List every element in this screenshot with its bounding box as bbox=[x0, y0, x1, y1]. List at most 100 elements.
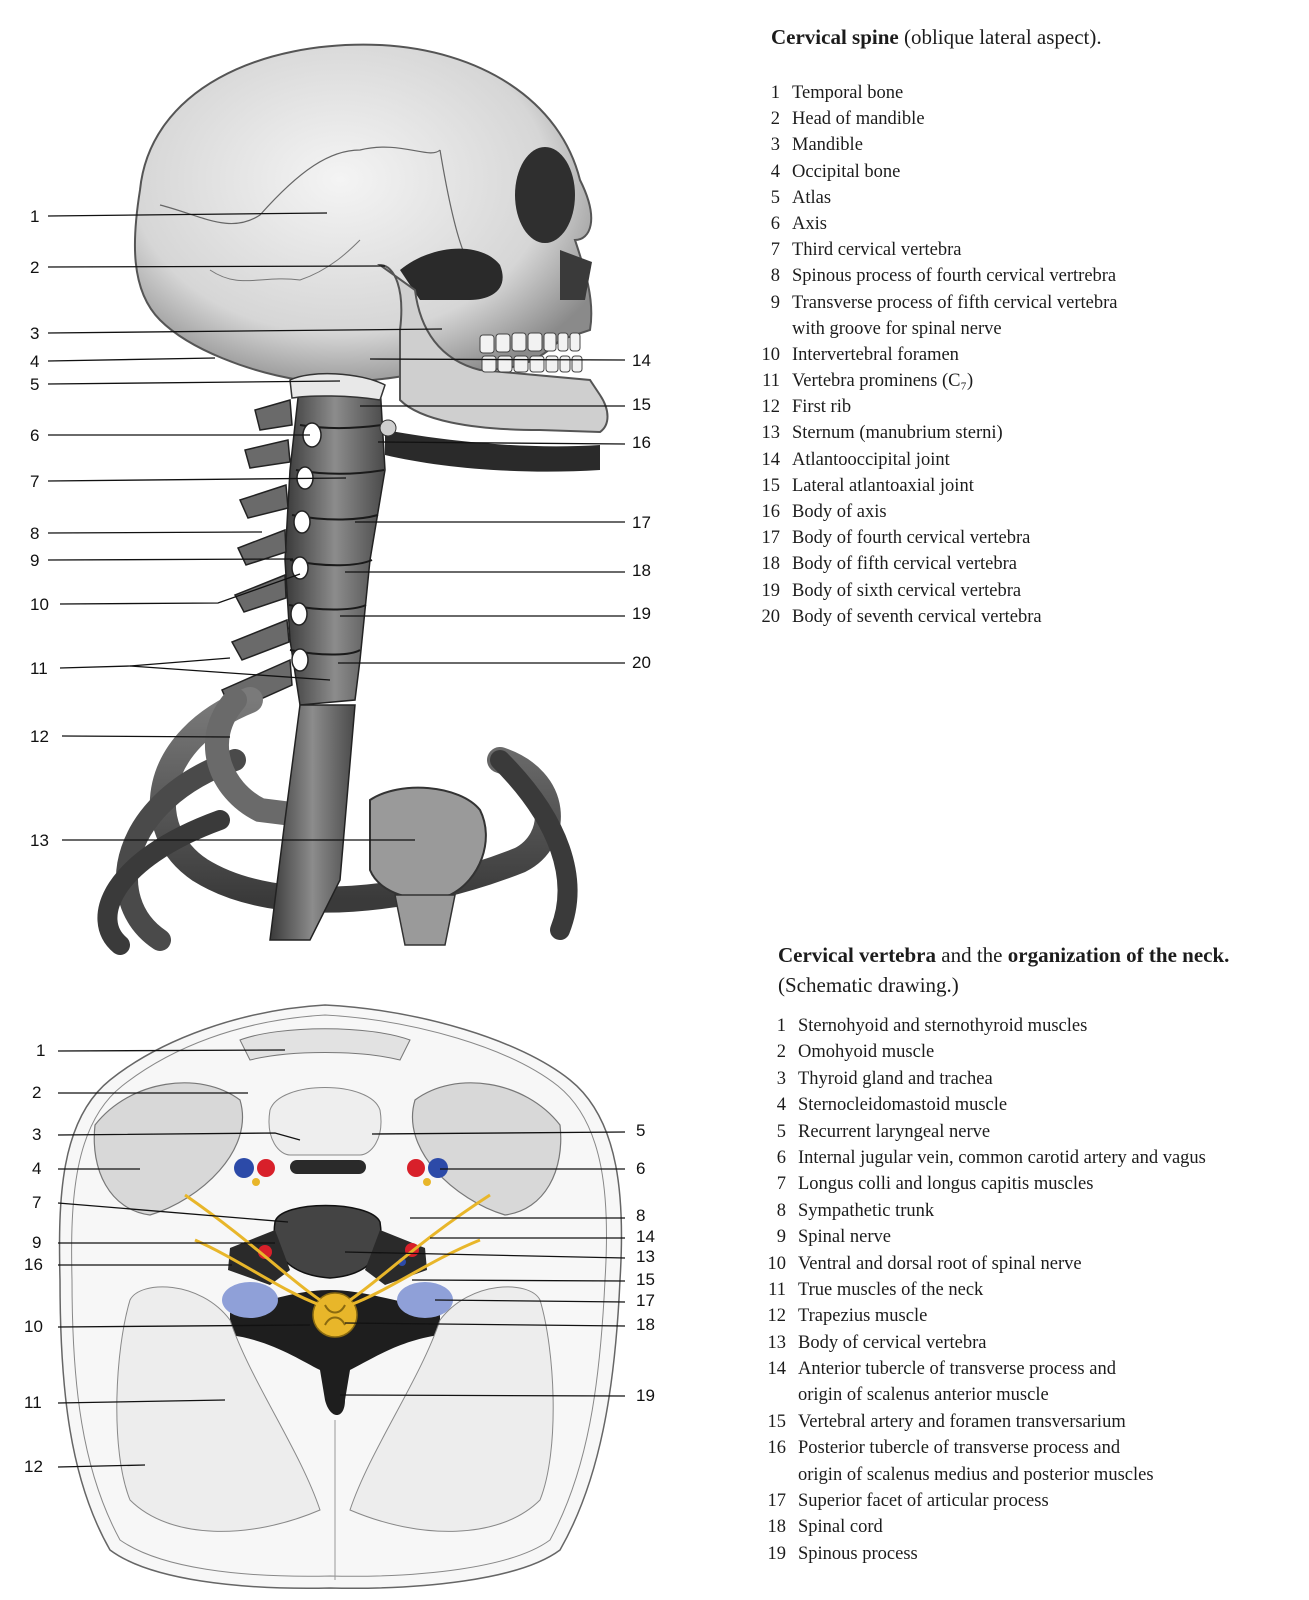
temporal-fossa bbox=[400, 248, 503, 300]
legend-item: 2 Omohyoid muscle bbox=[766, 1042, 1306, 1068]
callout-2: 2 bbox=[30, 258, 39, 277]
legend-number: 19 bbox=[761, 580, 781, 601]
legend-label: First rib bbox=[792, 397, 852, 418]
legend-number: 1 bbox=[770, 83, 780, 103]
legend-number: 14 bbox=[761, 449, 781, 470]
callout-7: 7 bbox=[30, 472, 39, 491]
legend-label: Omohyoid muscle bbox=[798, 1042, 935, 1063]
legend-number: 2 bbox=[776, 1042, 786, 1063]
legend-number: 13 bbox=[761, 423, 781, 444]
legend-label: Spinal nerve bbox=[798, 1227, 891, 1248]
legend-number: 6 bbox=[776, 1147, 786, 1168]
legend-label: Body of seventh cervical vertebra bbox=[792, 606, 1042, 627]
legend-item: 13 Body of cervical vertebra bbox=[766, 1333, 1306, 1359]
legend-number: 3 bbox=[770, 135, 780, 156]
legend-label: Transverse process of fifth cervical ver… bbox=[792, 292, 1118, 313]
legend-label: Ventral and dorsal root of spinal nerve bbox=[798, 1253, 1082, 1274]
legend-item: 5 Atlas bbox=[760, 188, 1280, 214]
caption-subtitle: (Schematic drawing.) bbox=[778, 973, 959, 997]
legend-label: Body of cervical vertebra bbox=[798, 1332, 987, 1353]
legend-label: Temporal bone bbox=[792, 83, 904, 103]
callout-6: 6 bbox=[30, 426, 39, 445]
spinous-processes bbox=[221, 399, 293, 713]
callout-13: 13 bbox=[30, 831, 49, 850]
legend-number: 18 bbox=[767, 1517, 787, 1538]
legend-number: 5 bbox=[770, 187, 780, 208]
sternum-body bbox=[394, 894, 456, 946]
legend-item-continuation: origin of scalenus medius and posterior … bbox=[766, 1465, 1306, 1491]
legend-label: Body of sixth cervical vertebra bbox=[792, 580, 1022, 601]
legend-number: 2 bbox=[770, 109, 780, 130]
legend-number: 16 bbox=[767, 1438, 787, 1459]
legend-number: 4 bbox=[770, 161, 780, 182]
atlas bbox=[289, 372, 386, 401]
legend-label: Intervertebral foramen bbox=[792, 344, 959, 365]
legend-item-continuation: with groove for spinal nerve bbox=[760, 319, 1280, 345]
legend-label: Sternohyoid and sternothyroid muscles bbox=[798, 1016, 1088, 1036]
callout-11: 11 bbox=[30, 659, 48, 678]
legend-label: Axis bbox=[792, 213, 827, 234]
legend-label: Anterior tubercle of transverse process … bbox=[798, 1359, 1116, 1380]
legend-label: Sternocleidomastoid muscle bbox=[798, 1095, 1008, 1116]
legend-number: 3 bbox=[776, 1068, 786, 1089]
legend-label-continuation: origin of scalenus anterior muscle bbox=[798, 1385, 1049, 1406]
callout-14: 14 bbox=[632, 351, 651, 370]
callouts-fig1-right: 14 15 16 17 18 19 20 bbox=[338, 351, 651, 672]
legend-item: 12 First rib bbox=[760, 397, 1280, 423]
legend-number: 7 bbox=[770, 240, 780, 261]
legend-label: Occipital bone bbox=[792, 161, 901, 182]
legend-label: Spinal cord bbox=[798, 1517, 883, 1538]
legend-label: Longus colli and longus capitis muscles bbox=[798, 1174, 1094, 1195]
legend-number: 11 bbox=[762, 371, 780, 392]
callout-3: 3 bbox=[30, 324, 39, 343]
legend-number: 10 bbox=[761, 344, 781, 365]
callout-1: 1 bbox=[30, 207, 39, 226]
legend-item: 14 Anterior tubercle of transverse proces… bbox=[766, 1359, 1306, 1385]
axis-tooth bbox=[379, 419, 397, 437]
callout-8: 8 bbox=[30, 524, 39, 543]
legend-number: 4 bbox=[776, 1095, 786, 1116]
legend-number: 8 bbox=[770, 266, 780, 287]
skull-suture bbox=[159, 146, 441, 225]
legend-label: Sympathetic trunk bbox=[798, 1200, 935, 1221]
legend-label: Body of axis bbox=[792, 502, 887, 522]
legend-label: Atlas bbox=[792, 187, 832, 208]
callout-9: 9 bbox=[30, 551, 39, 570]
legend-number: 12 bbox=[767, 1306, 787, 1327]
callout-4: 4 bbox=[30, 352, 39, 371]
legend-number: 15 bbox=[761, 475, 781, 496]
legend-number: 13 bbox=[767, 1332, 787, 1353]
caption-title-2: organization of the neck. bbox=[1007, 943, 1230, 967]
callouts-fig1-left: 1 2 3 4 5 6 7 8 9 10 11 12 13 bbox=[30, 207, 443, 850]
legend-label: Thyroid gland and trachea bbox=[798, 1068, 993, 1089]
legend-item: 1 Temporal bone bbox=[760, 83, 1280, 109]
legend-label: Body of fourth cervical vertebra bbox=[792, 528, 1031, 549]
legend-item: 12 Trapezius muscle bbox=[766, 1306, 1306, 1332]
legend-label: Sternum (manubrium sterni) bbox=[792, 423, 1003, 444]
callout-18: 18 bbox=[632, 561, 651, 580]
legend-label: Vertebra prominens (C₇) bbox=[792, 371, 974, 392]
legend-number: 12 bbox=[761, 397, 781, 418]
legend-number: 14 bbox=[767, 1359, 787, 1380]
legend-item: 13 Sternum (manubrium sterni) bbox=[760, 423, 1280, 449]
legend-label: Trapezius muscle bbox=[798, 1306, 928, 1327]
legend-number: 1 bbox=[776, 1016, 786, 1036]
callout-12: 12 bbox=[30, 727, 49, 746]
mandible bbox=[376, 263, 609, 434]
legend-number: 11 bbox=[768, 1279, 786, 1300]
legend-label: Posterior tubercle of transverse process… bbox=[798, 1438, 1121, 1459]
legend-label: Vertebral artery and foramen transversar… bbox=[798, 1411, 1126, 1432]
callout-10: 10 bbox=[30, 595, 49, 614]
legend-item: 11 Vertebra prominens (C₇) bbox=[760, 371, 1280, 397]
callout-17: 17 bbox=[632, 513, 651, 532]
